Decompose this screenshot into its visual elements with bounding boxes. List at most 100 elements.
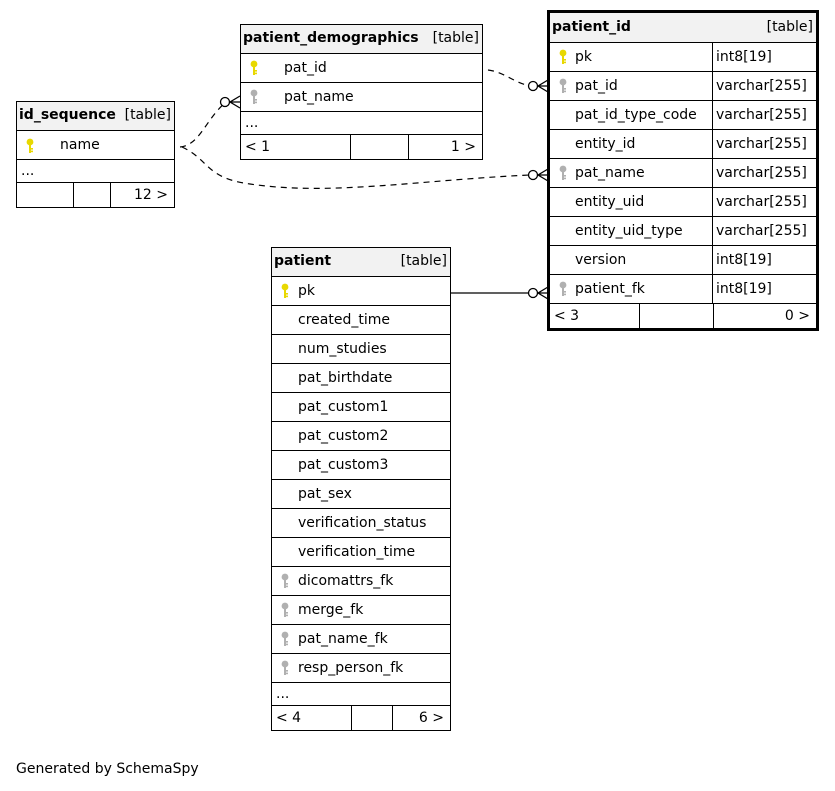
generated-by-text: Generated by SchemaSpy (16, 761, 199, 777)
column-row[interactable]: patient_fk int8[19] (550, 275, 816, 304)
column-name: pat_name_fk (298, 631, 388, 647)
column-name: dicomattrs_fk (298, 573, 394, 589)
column-name: pat_name (575, 165, 645, 181)
column-type: varchar[255] (712, 130, 816, 158)
column-row[interactable]: pat_name_fk (272, 625, 450, 654)
column-name: pat_id (575, 78, 618, 94)
footer-parents[interactable] (17, 183, 74, 207)
column-type: varchar[255] (712, 101, 816, 129)
column-row[interactable]: pat_name (241, 83, 482, 112)
column-row[interactable]: pk (272, 277, 450, 306)
column-row[interactable]: verification_time (272, 538, 450, 567)
column-name: pat_name (284, 89, 354, 105)
column-row[interactable]: num_studies (272, 335, 450, 364)
footer-parents[interactable]: < 3 (550, 304, 640, 328)
column-name: entity_uid (575, 194, 645, 210)
column-type: int8[19] (712, 275, 816, 303)
table-kind: [table] (432, 30, 479, 46)
footer-parents[interactable]: < 4 (272, 706, 352, 730)
table-kind: [table] (124, 107, 171, 123)
column-name: verification_time (298, 544, 416, 560)
column-type: int8[19] (712, 43, 816, 71)
table-id-sequence[interactable]: id_sequence [table] name ... 12 > (16, 101, 175, 208)
column-row[interactable]: pat_custom2 (272, 422, 450, 451)
column-row[interactable]: pat_id (241, 54, 482, 83)
column-name: created_time (298, 312, 390, 328)
foreign-key-icon (281, 602, 289, 618)
column-row[interactable]: name (17, 131, 174, 160)
column-type: int8[19] (712, 246, 816, 274)
primary-key-icon (250, 60, 258, 76)
table-footer: < 4 6 > (272, 706, 450, 730)
column-name: entity_id (575, 136, 636, 152)
column-row[interactable]: resp_person_fk (272, 654, 450, 683)
table-header: patient [table] (272, 248, 450, 277)
column-name: pk (298, 283, 315, 299)
footer-children[interactable]: 12 > (134, 187, 168, 203)
relationship-idseq-demographics (179, 101, 227, 148)
column-row[interactable]: pat_name varchar[255] (550, 159, 816, 188)
relationship-end-circle (527, 80, 539, 92)
column-name: pat_id (284, 60, 327, 76)
footer-middle (352, 706, 393, 730)
table-kind: [table] (400, 253, 447, 269)
column-name: verification_status (298, 515, 427, 531)
column-name: pat_birthdate (298, 370, 393, 386)
table-kind: [table] (766, 18, 813, 35)
column-row[interactable]: pat_sex (272, 480, 450, 509)
primary-key-icon (559, 49, 567, 65)
column-name: patient_fk (575, 281, 645, 297)
more-columns: ... (272, 683, 450, 706)
table-name: patient (274, 253, 332, 269)
column-row[interactable]: created_time (272, 306, 450, 335)
column-name: num_studies (298, 341, 387, 357)
column-type: varchar[255] (712, 217, 816, 245)
column-row[interactable]: pat_custom3 (272, 451, 450, 480)
relationship-crowfoot (228, 95, 241, 109)
column-row[interactable]: pat_custom1 (272, 393, 450, 422)
footer-children[interactable]: 6 > (418, 710, 444, 726)
column-type: varchar[255] (712, 188, 816, 216)
table-name: id_sequence (19, 107, 116, 123)
table-patient[interactable]: patient [table] pk created_time num_studie… (271, 247, 451, 731)
more-columns: ... (241, 112, 482, 135)
footer-middle (351, 135, 409, 159)
relationship-crowfoot (536, 286, 549, 300)
column-row[interactable]: entity_uid varchar[255] (550, 188, 816, 217)
column-name: pk (575, 49, 592, 65)
relationship-end-circle (527, 287, 539, 299)
column-name: pat_custom1 (298, 399, 389, 415)
more-columns: ... (17, 160, 174, 183)
footer-children[interactable]: 0 > (784, 308, 810, 324)
table-name: patient_demographics (243, 30, 419, 46)
column-name: merge_fk (298, 602, 364, 618)
column-row[interactable]: dicomattrs_fk (272, 567, 450, 596)
column-row[interactable]: pat_birthdate (272, 364, 450, 393)
column-name: pat_custom2 (298, 428, 389, 444)
column-row[interactable]: verification_status (272, 509, 450, 538)
primary-key-icon (26, 138, 34, 154)
column-row[interactable]: pk int8[19] (550, 43, 816, 72)
column-name: name (60, 137, 100, 153)
footer-children[interactable]: 1 > (450, 139, 476, 155)
column-name: entity_uid_type (575, 223, 683, 239)
footer-middle (640, 304, 714, 328)
table-patient-demographics[interactable]: patient_demographics [table] pat_id pat_… (240, 24, 483, 160)
foreign-key-icon (250, 89, 258, 105)
relationship-demographics-patientid (487, 69, 533, 87)
foreign-key-icon (281, 631, 289, 647)
relationship-end-circle (219, 96, 231, 108)
footer-middle (74, 183, 111, 207)
primary-key-icon (281, 283, 289, 299)
column-row[interactable]: merge_fk (272, 596, 450, 625)
column-row[interactable]: entity_id varchar[255] (550, 130, 816, 159)
column-type: varchar[255] (712, 159, 816, 187)
foreign-key-icon (559, 281, 567, 297)
table-header: patient_id [table] (550, 13, 816, 43)
footer-parents[interactable]: < 1 (241, 135, 351, 159)
column-row[interactable]: entity_uid_type varchar[255] (550, 217, 816, 246)
